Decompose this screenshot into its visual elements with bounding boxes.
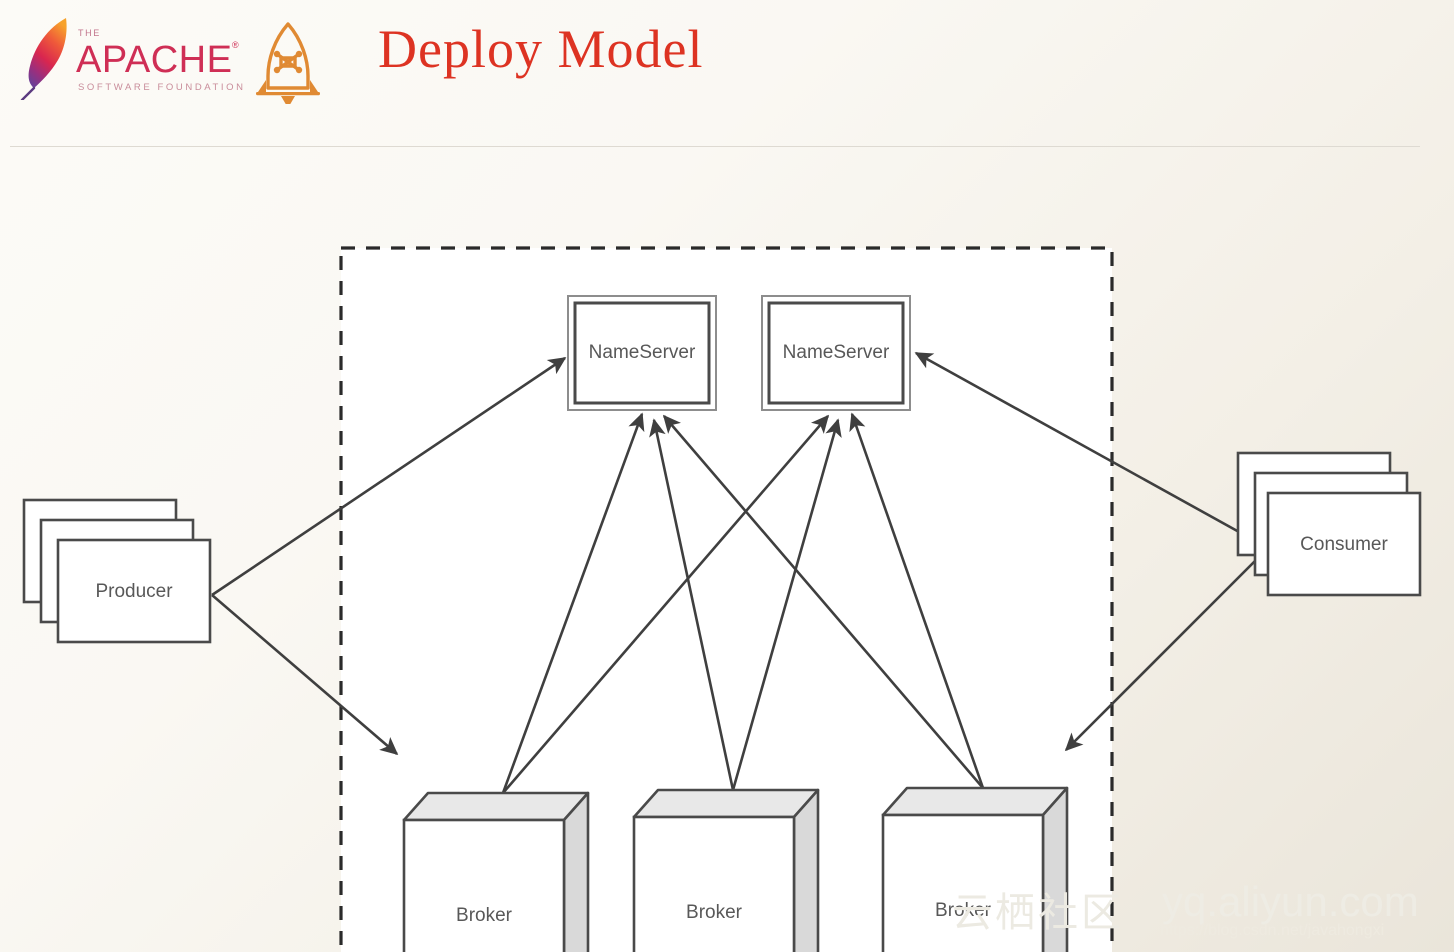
watermark-chinese: 云栖社区 [952, 891, 1124, 935]
svg-text:APACHE: APACHE [76, 39, 232, 81]
node-consumer [1236, 451, 1422, 597]
node-nameserver-1 [567, 295, 717, 411]
edge-consumer-to-nameserver2 [914, 351, 1269, 550]
svg-text:THE: THE [78, 28, 101, 38]
watermark-url: https://blog.csdn.net/javahongxi [1160, 922, 1385, 939]
edge-broker1-to-nameserver1 [501, 412, 645, 794]
node-broker-1 [402, 791, 590, 952]
edge-broker3-to-nameserver2 [849, 412, 985, 789]
node-broker-2 [632, 788, 820, 952]
header-divider [10, 146, 1420, 147]
edge-broker1-to-nameserver2 [502, 414, 830, 794]
edge-broker2-to-nameserver1 [649, 418, 735, 791]
svg-text:®: ® [232, 40, 239, 50]
svg-text:SOFTWARE FOUNDATION: SOFTWARE FOUNDATION [78, 82, 246, 93]
edge-broker2-to-nameserver2 [731, 418, 842, 791]
edge-producer-to-nameserver1 [211, 356, 567, 597]
rocketmq-rocket-icon [252, 18, 324, 108]
node-producer [22, 498, 212, 644]
edge-producer-to-broker1 [211, 594, 399, 756]
apache-logo: THE APACHE ® SOFTWARE FOUNDATION [18, 14, 250, 102]
edge-broker3-to-nameserver1 [662, 414, 984, 789]
page-title: Deploy Model [378, 19, 704, 79]
node-nameserver-2 [761, 295, 911, 411]
node-broker-3 [881, 786, 1069, 952]
edge-consumer-to-broker3 [1064, 547, 1269, 752]
slide-header: THE APACHE ® SOFTWARE FOUNDATION [0, 0, 1454, 148]
watermark-site: yq.aliyun.com [1162, 878, 1419, 925]
deploy-model-diagram: NameServer NameServer Broker Broker Brok… [0, 148, 1454, 952]
